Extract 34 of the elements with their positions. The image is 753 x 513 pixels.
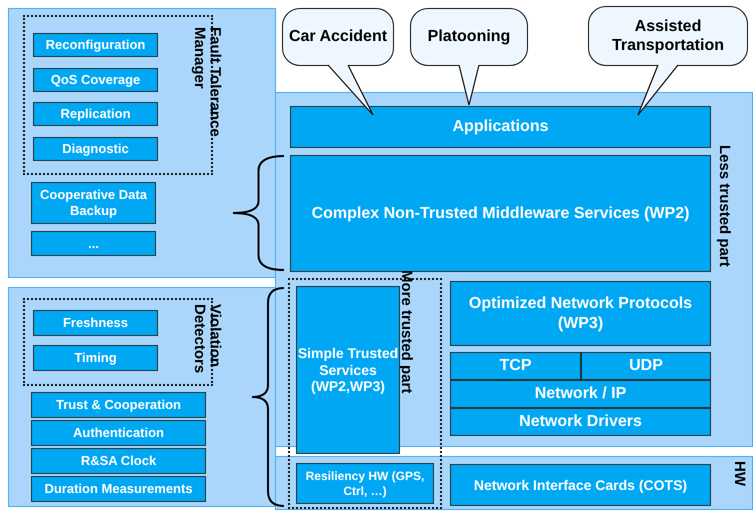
component-box: Resiliency HW (GPS, Ctrl, …) [296, 463, 434, 504]
component-box: Network Interface Cards (COTS) [450, 464, 711, 506]
component-box: Diagnostic [33, 137, 158, 161]
speech-bubble: Platooning [410, 8, 528, 66]
component-box: Timing [33, 345, 158, 371]
component-box: Network / IP [450, 380, 711, 408]
component-box: ... [31, 231, 156, 256]
component-box: Duration Measurements [31, 476, 206, 502]
layer-panel [275, 92, 753, 447]
component-box: Network Drivers [450, 408, 711, 436]
component-box: Complex Non-Trusted Middleware Services (WP2) [290, 155, 711, 272]
component-box: Freshness [33, 310, 158, 336]
component-box: TCP [450, 352, 581, 380]
panel [8, 8, 276, 278]
vertical-heading: Violation Detectors [191, 304, 222, 376]
vertical-heading: Less trusted part [716, 145, 732, 267]
component-box: Applications [290, 106, 711, 148]
callout-tail [458, 64, 480, 106]
vertical-heading: More trusted part [398, 270, 414, 394]
component-box: Optimized Network Protocols (WP3) [450, 281, 711, 346]
component-box: UDP [581, 352, 711, 380]
component-box: Simple Trusted Services (WP2,WP3) [296, 286, 400, 454]
component-box: Cooperative Data Backup [31, 182, 156, 224]
panel [8, 287, 276, 507]
callout-tail [327, 64, 374, 116]
component-box: Replication [33, 102, 158, 126]
component-box: R&SA Clock [31, 448, 206, 474]
component-box: Reconfiguration [33, 33, 158, 57]
component-box: QoS Coverage [33, 68, 158, 92]
component-box: Trust & Cooperation [31, 392, 206, 418]
vertical-heading: Fault Tolerance Manager [191, 27, 222, 139]
component-box: Authentication [31, 420, 206, 446]
vertical-heading: HW [731, 461, 747, 486]
callout-tail [637, 64, 679, 116]
